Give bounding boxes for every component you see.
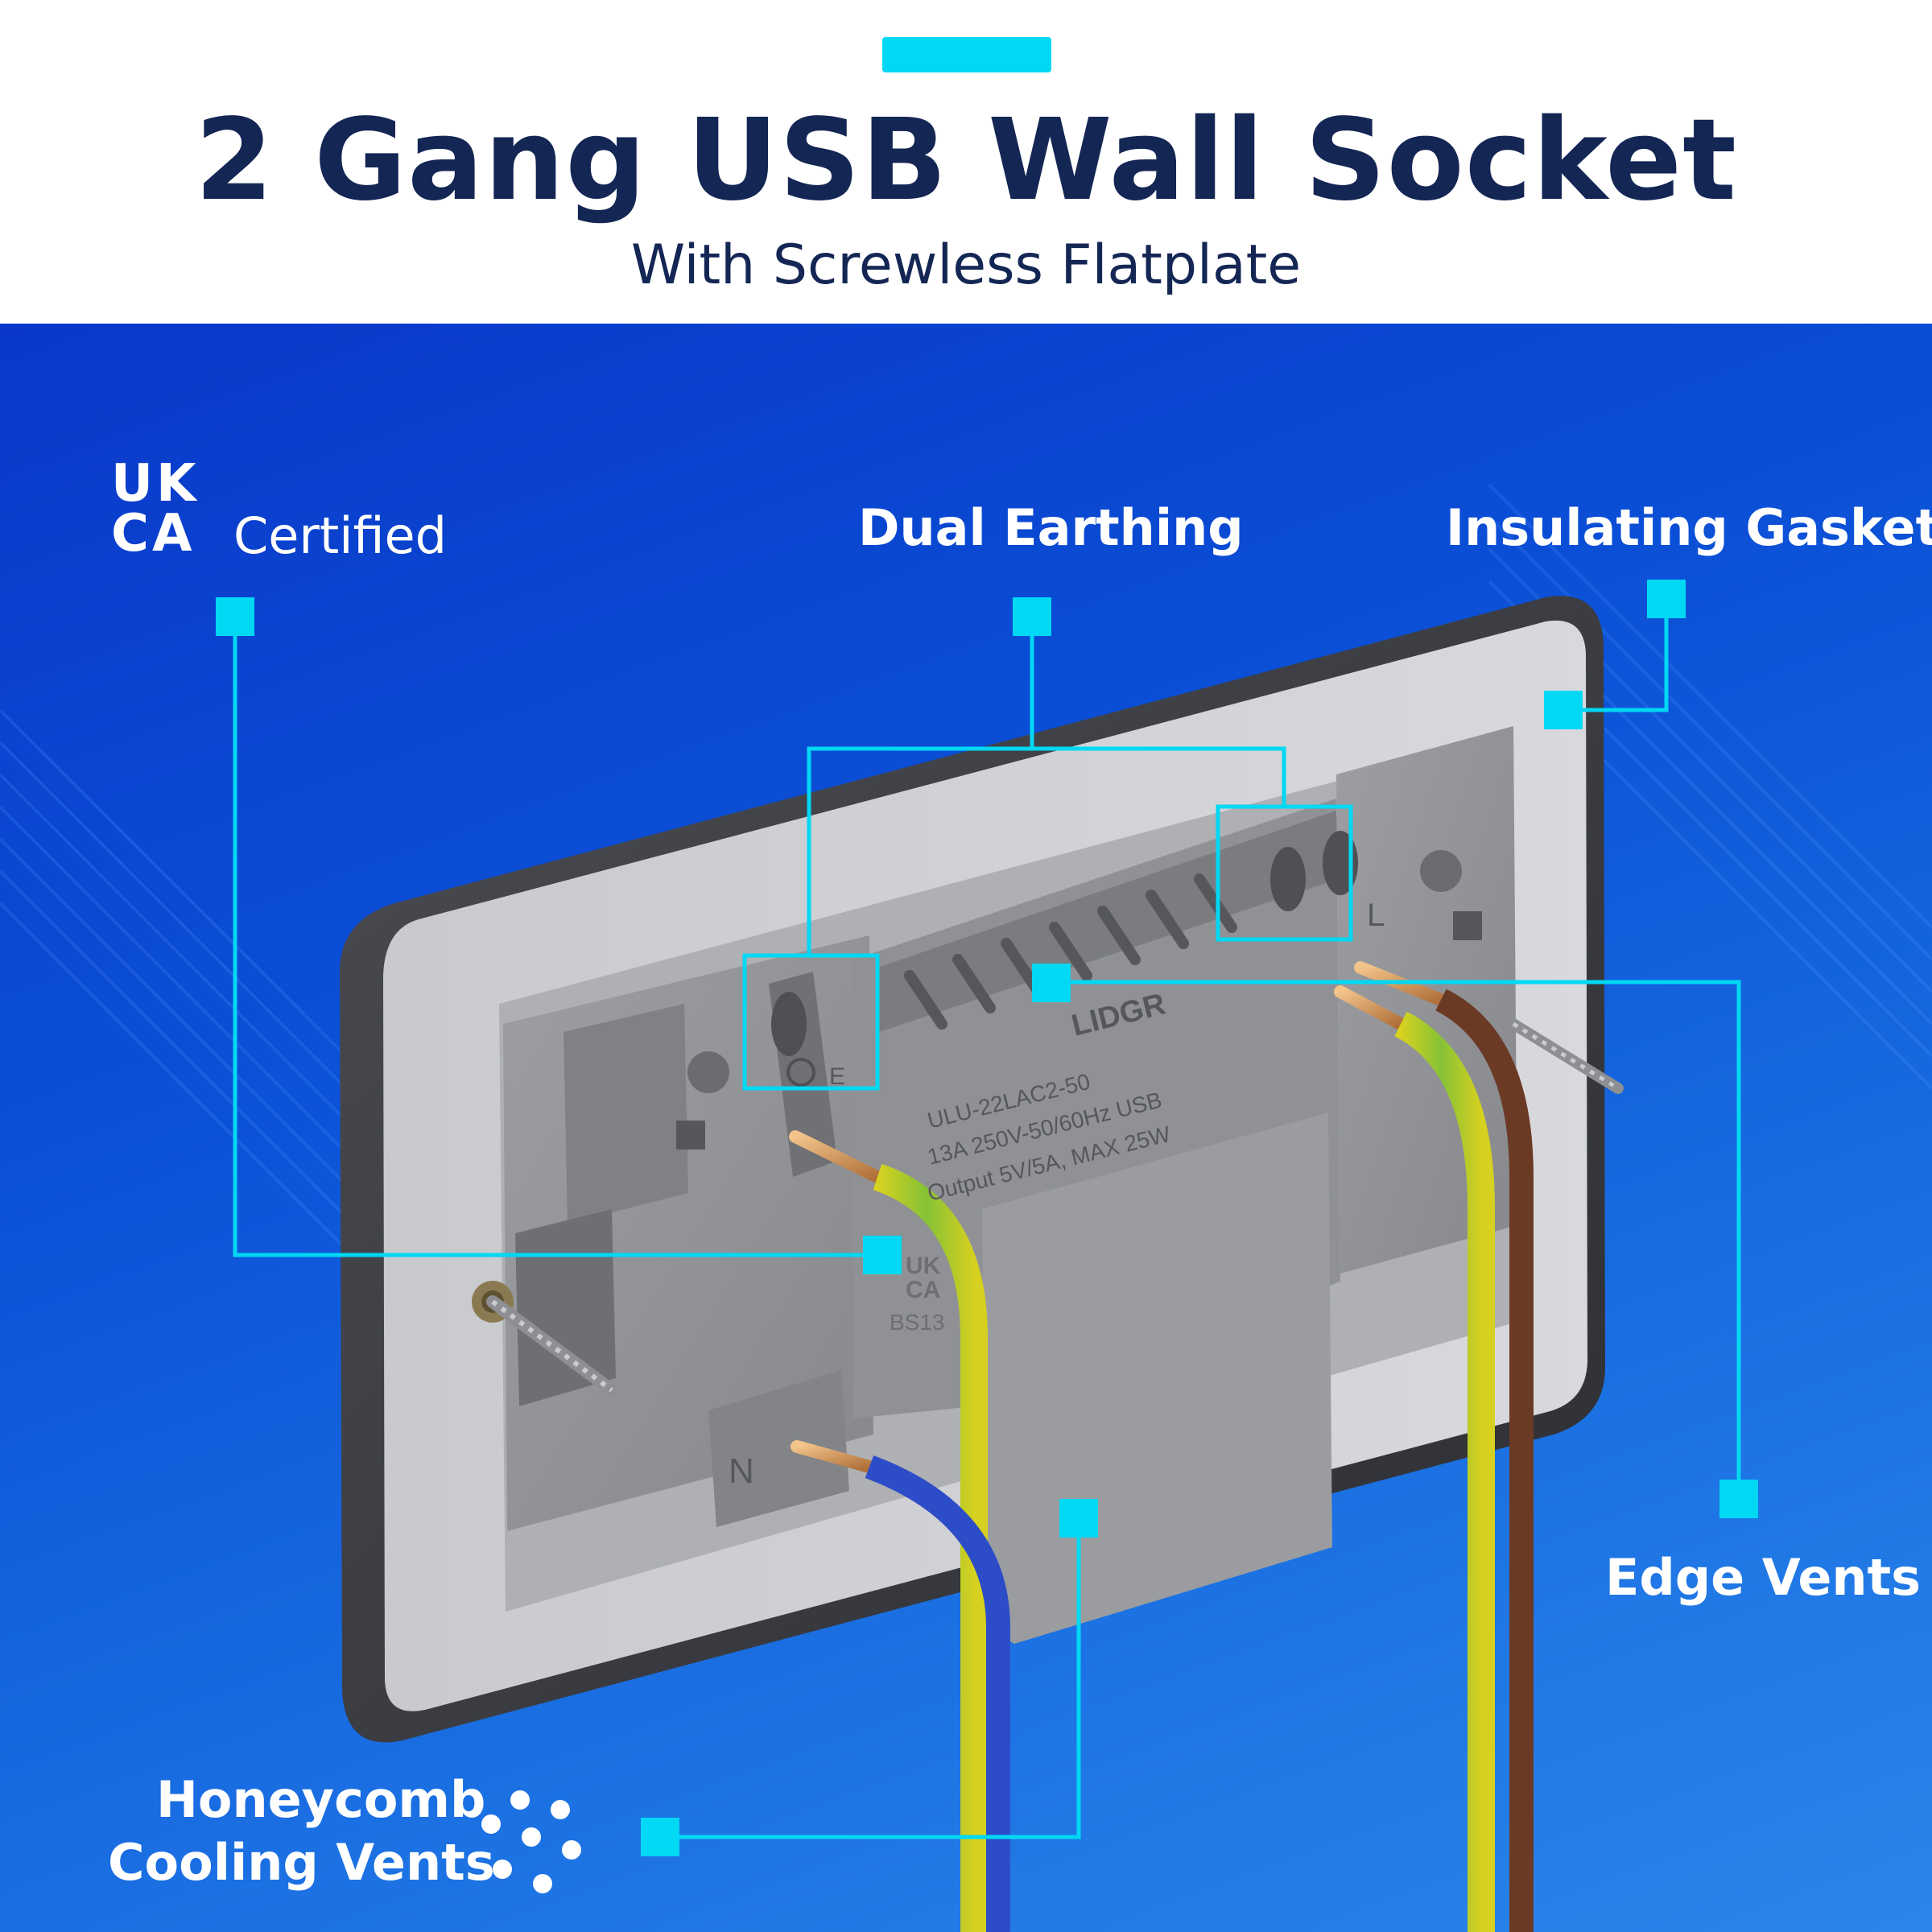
socket-hole-right bbox=[1420, 850, 1462, 892]
page-title: 2 Gang USB Wall Socket bbox=[195, 95, 1737, 226]
header: 2 Gang USB Wall Socket With Screwless Fl… bbox=[0, 0, 1932, 324]
accent-bar bbox=[882, 37, 1051, 72]
insulating-gasket-label: Insulating Gasket bbox=[1446, 498, 1932, 557]
honeycomb-label-line1: Honeycomb bbox=[156, 1770, 486, 1829]
callout-lines bbox=[233, 601, 1741, 1839]
product-illustration: LIDGR ULU-22LAC2-50 13A 250V-50/60Hz USB… bbox=[0, 483, 1932, 1932]
ukca-logo-line2: CA bbox=[111, 504, 196, 564]
mounting-screw-right bbox=[1508, 1018, 1624, 1094]
terminal-l-label: L bbox=[1367, 898, 1385, 933]
callout-markers bbox=[216, 580, 1758, 1856]
side-ukca-mark-2: CA bbox=[906, 1277, 940, 1303]
neutral-terminal-block bbox=[708, 1370, 849, 1527]
honeycomb-label-line2: Cooling Vents bbox=[108, 1833, 495, 1892]
wire-neutral bbox=[791, 1440, 1010, 1932]
socket-hole bbox=[687, 1051, 729, 1093]
standard-mark: BS13 bbox=[890, 1310, 945, 1335]
wire-earth-left bbox=[789, 1130, 988, 1932]
wire-earth-right bbox=[1334, 985, 1495, 1932]
mounting-screw-left bbox=[472, 1281, 618, 1397]
left-socket-slot bbox=[515, 1209, 616, 1406]
terminal-n-label: N bbox=[729, 1451, 754, 1491]
left-socket-block bbox=[564, 1004, 688, 1224]
ukca-logo: UK CA bbox=[111, 454, 200, 564]
socket-hole-square bbox=[676, 1121, 705, 1150]
edge-vents-label: Edge Vents bbox=[1605, 1548, 1922, 1607]
earth-terminal-left bbox=[769, 972, 837, 1177]
page-subtitle: With Screwless Flatplate bbox=[630, 233, 1302, 297]
side-ukca-mark-1: UK bbox=[906, 1253, 941, 1279]
ukca-certified-label: Certified bbox=[233, 506, 448, 565]
terminal-e-label: E bbox=[829, 1063, 845, 1090]
cooling-vents-icon bbox=[481, 1790, 581, 1893]
dual-earthing-label: Dual Earthing bbox=[858, 498, 1244, 557]
socket-hole-square-right bbox=[1453, 911, 1482, 940]
ukca-logo-line1: UK bbox=[111, 454, 200, 514]
product-stage: LIDGR ULU-22LAC2-50 13A 250V-50/60Hz USB… bbox=[0, 324, 1932, 1932]
